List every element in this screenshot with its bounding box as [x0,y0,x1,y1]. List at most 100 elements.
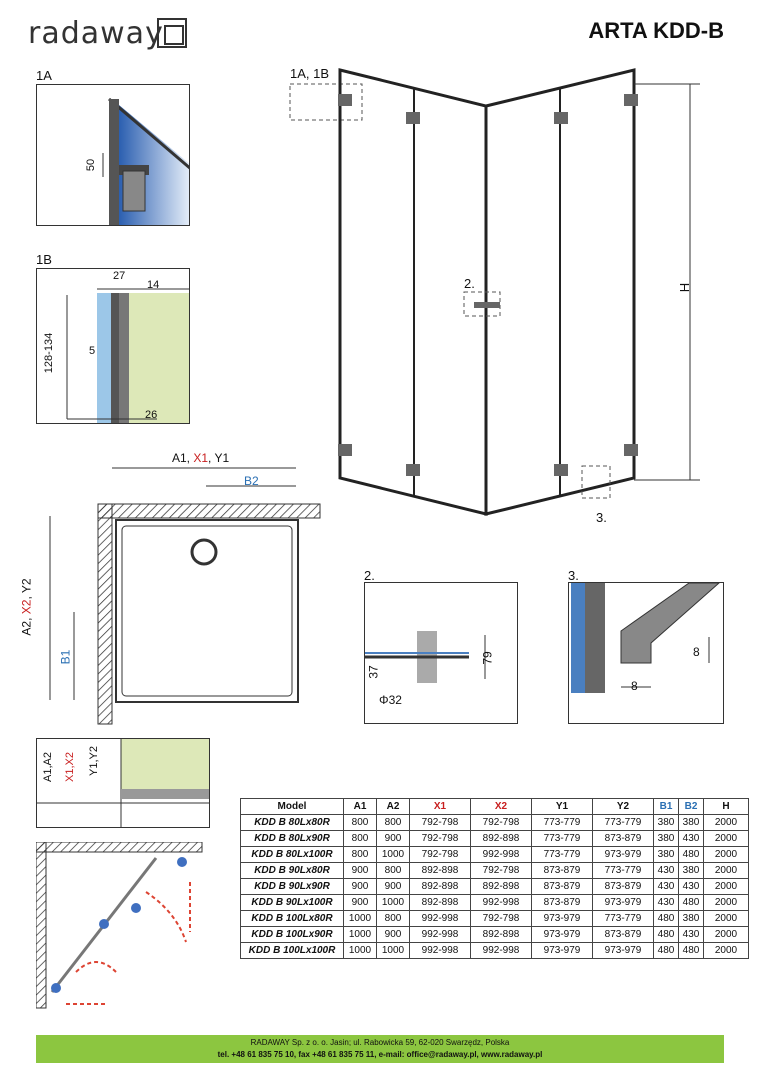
value-cell: 2000 [703,830,749,847]
value-cell: 873-879 [531,894,593,911]
value-cell: 2000 [703,846,749,863]
col-h: H [703,798,749,815]
value-cell: 873-879 [592,926,654,943]
dim-x1: X1 [193,451,209,465]
value-cell: 973-979 [531,910,593,927]
value-cell: 380 [653,830,679,847]
door-swing-diagram [36,842,203,1009]
value-cell: 430 [653,894,679,911]
shower-perspective-drawing [289,68,700,516]
value-cell: 992-998 [409,910,471,927]
value-cell: 973-979 [592,894,654,911]
detail-1a-drawing [102,97,189,225]
value-cell: 900 [343,862,377,879]
value-cell: 900 [343,894,377,911]
value-cell: 800 [376,910,410,927]
value-cell: 873-879 [531,878,593,895]
dim-y1: , Y1 [208,451,230,465]
value-cell: 873-879 [531,862,593,879]
value-cell: 480 [653,926,679,943]
model-cell: KDD B 90Lx80R [240,862,344,879]
value-cell: 773-779 [531,846,593,863]
value-cell: 380 [653,814,679,831]
value-cell: 973-979 [592,942,654,959]
model-cell: KDD B 100Lx100R [240,942,344,959]
value-cell: 430 [678,878,704,895]
dim-14: 14 [147,279,160,291]
detail-1a-box: 50 [36,84,190,226]
value-cell: 773-779 [592,910,654,927]
value-cell: 973-979 [592,846,654,863]
value-cell: 1000 [343,910,377,927]
value-cell: 792-798 [470,910,532,927]
detail-3-label: 3. [568,568,579,583]
value-cell: 2000 [703,862,749,879]
detail-3-callout: 3. [596,510,607,525]
dimensions-table: Model A1 A2 X1 X2 Y1 Y2 B1 B2 H KDD B 80… [240,798,749,959]
value-cell: 380 [653,846,679,863]
value-cell: 892-898 [470,926,532,943]
plan-left-dimension: A2, X2, Y2 [20,578,34,635]
detail-3-box: 8 8 [568,582,724,724]
value-cell: 792-798 [470,814,532,831]
value-cell: 1000 [376,894,410,911]
model-cell: KDD B 90Lx90R [240,878,344,895]
model-cell: KDD B 100Lx90R [240,926,344,943]
model-cell: KDD B 80Lx100R [240,846,344,863]
value-cell: 430 [653,862,679,879]
dim-phi32: Φ32 [379,693,402,707]
value-cell: 2000 [703,926,749,943]
company-footer: RADAWAY Sp. z o. o. Jasin; ul. Rabowicka… [36,1035,724,1063]
value-cell: 380 [678,862,704,879]
value-cell: 900 [343,878,377,895]
model-cell: KDD B 100Lx80R [240,910,344,927]
value-cell: 1000 [376,846,410,863]
dim-x1x2: X1,X2 [63,752,76,782]
value-cell: 773-779 [592,814,654,831]
value-cell: 992-998 [470,894,532,911]
value-cell: 800 [343,830,377,847]
dim-50: 50 [85,158,98,172]
col-model: Model [240,798,344,815]
detail-1b-label: 1B [36,252,52,267]
value-cell: 480 [678,846,704,863]
value-cell: 892-898 [409,862,471,879]
dim-5: 5 [89,345,96,357]
value-cell: 792-798 [409,846,471,863]
dim-x2: X2 [19,599,34,615]
col-b1: B1 [653,798,679,815]
detail-2-label: 2. [364,568,375,583]
detail-3-drawing [571,583,720,693]
value-cell: 973-979 [531,942,593,959]
value-cell: 800 [343,814,377,831]
dim-b2: B2 [244,474,259,488]
value-cell: 792-798 [409,814,471,831]
footer-contact: tel. +48 61 835 75 10, fax +48 61 835 75… [217,1050,543,1059]
value-cell: 800 [376,814,410,831]
value-cell: 892-898 [409,894,471,911]
col-x1: X1 [409,798,471,815]
dim-26: 26 [145,409,158,421]
value-cell: 430 [678,830,704,847]
dim-27: 27 [113,270,126,282]
value-cell: 773-779 [592,862,654,879]
model-cell: KDD B 80Lx80R [240,814,344,831]
plan-top-dimension: A1, X1, Y1 [172,451,229,465]
col-a2: A2 [376,798,410,815]
value-cell: 900 [376,926,410,943]
value-cell: 800 [343,846,377,863]
col-a1: A1 [343,798,377,815]
value-cell: 900 [376,830,410,847]
table-header-row: Model A1 A2 X1 X2 Y1 Y2 B1 B2 H [240,798,749,815]
value-cell: 792-798 [470,862,532,879]
detail-2-drawing [365,631,486,683]
value-cell: 1000 [343,926,377,943]
dim-8-horizontal: 8 [631,679,638,693]
dim-h: H [677,282,693,293]
